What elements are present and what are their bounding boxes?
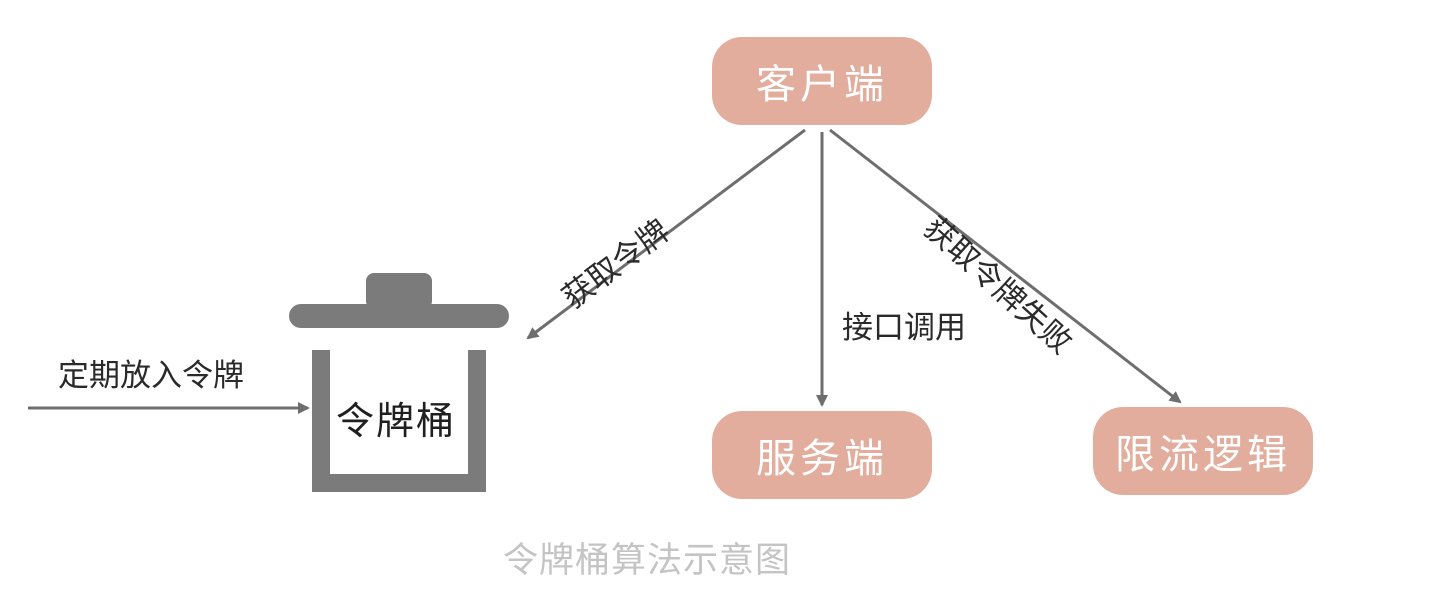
token-bucket-label: 令牌桶 bbox=[336, 399, 457, 443]
bucket-lid bbox=[289, 304, 509, 328]
client-node: 客户端 bbox=[712, 37, 932, 125]
api-call-edge-label: 接口调用 bbox=[842, 310, 966, 346]
rate-limit-logic-node: 限流逻辑 bbox=[1093, 407, 1313, 495]
server-node: 服务端 bbox=[712, 411, 932, 499]
client-node-label: 客户端 bbox=[756, 62, 888, 108]
server-node-label: 服务端 bbox=[756, 436, 888, 482]
bucket-lid-handle bbox=[366, 273, 432, 309]
diagram-caption: 令牌桶算法示意图 bbox=[503, 541, 792, 581]
get-token-fail-arrow bbox=[829, 128, 1182, 404]
refill-edge-label: 定期放入令牌 bbox=[58, 358, 244, 394]
rate-limit-logic-label: 限流逻辑 bbox=[1115, 432, 1291, 478]
token-bucket-icon bbox=[289, 273, 509, 492]
bucket-body bbox=[312, 350, 486, 492]
get-token-arrow bbox=[526, 128, 806, 340]
